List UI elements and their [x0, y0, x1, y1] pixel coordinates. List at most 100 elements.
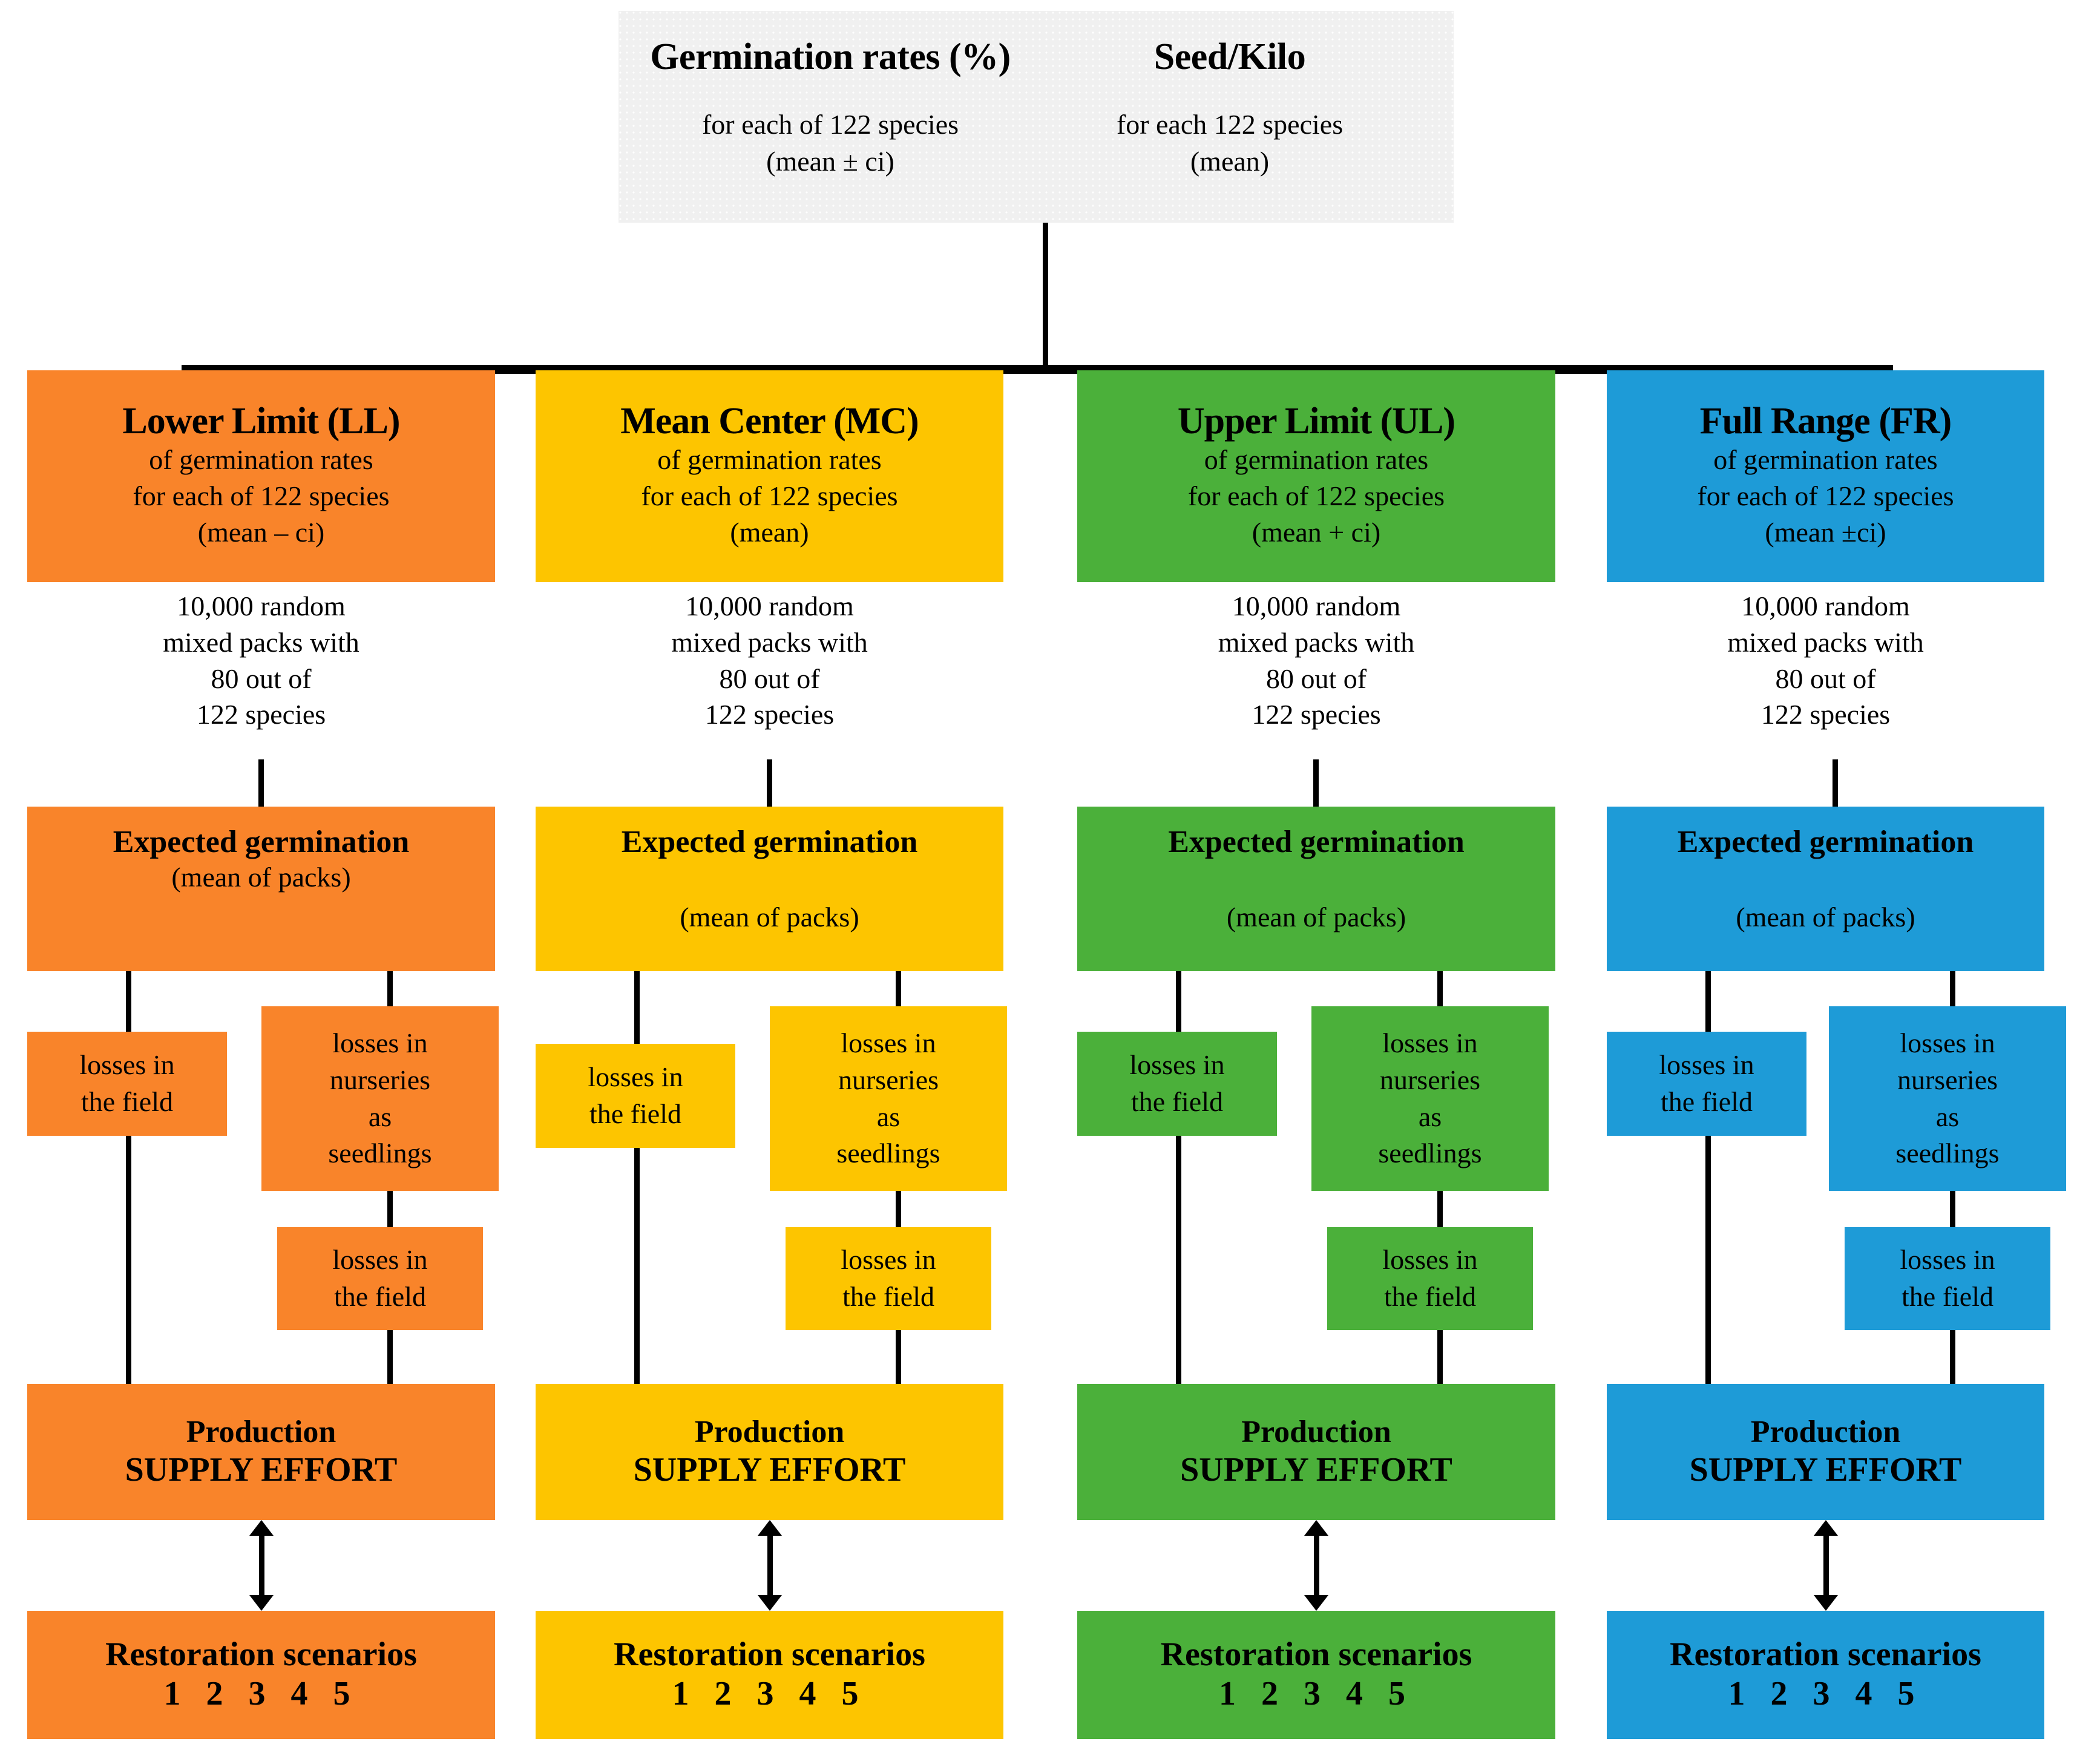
column-sub1-FR: of germination rates	[1713, 444, 1938, 476]
packs-l4-LL: 122 species	[196, 699, 326, 730]
expected-germination-sub-FR: (mean of packs)	[1736, 902, 1915, 933]
packs-l1-LL: 10,000 random	[177, 591, 346, 621]
connector-header-vertical	[1043, 223, 1048, 368]
production-l2-FR: SUPPLY EFFORT	[1689, 1451, 1962, 1489]
losses-field2-l1-MC: losses in	[841, 1244, 936, 1276]
losses-nursery-l1-LL: losses in	[332, 1027, 428, 1059]
packs-l2-FR: mixed packs with	[1727, 626, 1924, 658]
losses-field2-l2-UL: the field	[1384, 1281, 1476, 1312]
arrow-up-head-UL	[1304, 1520, 1328, 1536]
production-l1-FR: Production	[1750, 1415, 1901, 1450]
expected-germination-sub-UL: (mean of packs)	[1226, 902, 1406, 933]
restoration-box-LL: Restoration scenarios 1 2 3 4 5	[27, 1611, 495, 1739]
losses-field2-l2-FR: the field	[1901, 1281, 1993, 1312]
column-sub2-LL: for each of 122 species	[133, 480, 390, 511]
losses-nursery-l1-FR: losses in	[1900, 1027, 1995, 1059]
packs-l1-UL: 10,000 random	[1232, 591, 1401, 621]
losses-field2-box-FR: losses in the field	[1845, 1227, 2050, 1330]
losses-nursery-l1-UL: losses in	[1382, 1027, 1478, 1059]
losses-field-box-MC: losses in the field	[536, 1044, 735, 1148]
connector-germ-to-lossnursery-UL	[1437, 971, 1443, 1006]
restoration-numbers-FR: 1 2 3 4 5	[1728, 1674, 1923, 1712]
arrow-production-restoration-MC	[758, 1520, 782, 1611]
arrow-down-head-MC	[758, 1595, 782, 1611]
restoration-numbers-UL: 1 2 3 4 5	[1219, 1674, 1414, 1712]
losses-field-l2-FR: the field	[1661, 1086, 1753, 1117]
arrow-shaft-FR	[1823, 1533, 1829, 1597]
losses-field2-box-UL: losses in the field	[1327, 1227, 1533, 1330]
losses-field2-l2-LL: the field	[334, 1281, 426, 1312]
packs-l4-MC: 122 species	[704, 699, 835, 730]
losses-nursery-box-FR: losses in nurseries as seedlings	[1829, 1006, 2066, 1191]
connector-field2-to-production-FR	[1950, 1330, 1955, 1384]
connector-field2-to-production-UL	[1437, 1330, 1443, 1384]
arrow-down-head-LL	[249, 1595, 274, 1611]
restoration-title-LL: Restoration scenarios	[105, 1636, 417, 1674]
connector-germ-to-lossnursery-MC	[896, 971, 901, 1006]
losses-nursery-l3-FR: as	[1935, 1101, 1960, 1132]
connector-germ-to-lossnursery-LL	[387, 971, 393, 1006]
packs-l3-LL: 80 out of	[211, 663, 312, 694]
losses-nursery-l2-LL: nurseries	[329, 1064, 431, 1095]
connector-germ-to-lossfield-LL	[126, 971, 131, 1032]
germination-sub-line2: (mean ± ci)	[766, 145, 894, 177]
packs-caption-FR: 10,000 random mixed packs with 80 out of…	[1607, 588, 2044, 733]
arrow-up-head-LL	[249, 1520, 274, 1536]
arrow-shaft-MC	[767, 1533, 773, 1597]
losses-nursery-l3-UL: as	[1418, 1101, 1442, 1132]
packs-l4-UL: 122 species	[1252, 699, 1381, 730]
production-l1-UL: Production	[1241, 1415, 1391, 1450]
header-seedkilo-sub: for each 122 species (mean)	[1042, 77, 1417, 180]
expected-germination-title-FR: Expected germination	[1677, 825, 1974, 859]
connector-germ-to-lossfield-UL	[1176, 971, 1181, 1032]
losses-field-l2-LL: the field	[81, 1086, 173, 1117]
losses-nursery-l2-UL: nurseries	[1379, 1064, 1481, 1095]
connector-lossfield-to-production-UL	[1176, 1136, 1181, 1384]
losses-field-box-FR: losses in the field	[1607, 1032, 1806, 1136]
packs-caption-LL: 10,000 random mixed packs with 80 out of…	[27, 588, 495, 733]
restoration-title-FR: Restoration scenarios	[1670, 1636, 1981, 1674]
column-header-FR: Full Range (FR) of germination rates for…	[1607, 370, 2044, 582]
connector-lossfield-to-production-MC	[634, 1148, 640, 1384]
packs-l2-LL: mixed packs with	[163, 626, 359, 658]
arrow-shaft-LL	[259, 1533, 264, 1597]
column-sub2-UL: for each of 122 species	[1187, 480, 1445, 511]
header-germination-col: Germination rates (%)	[619, 36, 1042, 77]
arrow-production-restoration-UL	[1304, 1520, 1328, 1611]
production-l2-LL: SUPPLY EFFORT	[125, 1451, 398, 1489]
connector-nursery-to-field2-FR	[1950, 1191, 1955, 1227]
losses-field2-l1-UL: losses in	[1382, 1244, 1478, 1276]
production-l1-LL: Production	[186, 1415, 336, 1450]
losses-nursery-l3-LL: as	[368, 1101, 392, 1132]
losses-nursery-l2-FR: nurseries	[1897, 1064, 1998, 1095]
production-box-MC: Production SUPPLY EFFORT	[536, 1384, 1003, 1520]
connector-packs-to-germination-MC	[767, 759, 772, 807]
column-formula-FR: (mean ±ci)	[1765, 516, 1886, 548]
losses-field2-box-MC: losses in the field	[786, 1227, 991, 1330]
column-title-MC: Mean Center (MC)	[620, 401, 919, 442]
restoration-box-MC: Restoration scenarios 1 2 3 4 5	[536, 1611, 1003, 1739]
restoration-numbers-LL: 1 2 3 4 5	[163, 1674, 359, 1712]
restoration-numbers-MC: 1 2 3 4 5	[672, 1674, 867, 1712]
restoration-title-MC: Restoration scenarios	[614, 1636, 925, 1674]
expected-germination-title-MC: Expected germination	[621, 825, 918, 859]
losses-field2-l1-FR: losses in	[1900, 1244, 1995, 1276]
losses-nursery-l4-FR: seedlings	[1895, 1138, 2000, 1169]
losses-field-l2-UL: the field	[1131, 1086, 1223, 1117]
packs-caption-MC: 10,000 random mixed packs with 80 out of…	[536, 588, 1003, 733]
restoration-box-FR: Restoration scenarios 1 2 3 4 5	[1607, 1611, 2044, 1739]
production-box-UL: Production SUPPLY EFFORT	[1077, 1384, 1555, 1520]
column-sub1-LL: of germination rates	[149, 444, 373, 476]
packs-l3-FR: 80 out of	[1775, 663, 1876, 694]
packs-l1-FR: 10,000 random	[1741, 591, 1910, 621]
losses-field-l2-MC: the field	[589, 1098, 681, 1129]
column-sub1-MC: of germination rates	[657, 444, 882, 476]
column-formula-LL: (mean – ci)	[197, 516, 325, 548]
connector-field2-to-production-MC	[896, 1330, 901, 1384]
connector-germ-to-lossfield-FR	[1705, 971, 1711, 1032]
connector-germ-to-lossfield-MC	[634, 971, 640, 1044]
column-title-FR: Full Range (FR)	[1699, 401, 1952, 442]
losses-field-l1-FR: losses in	[1659, 1049, 1754, 1081]
production-l1-MC: Production	[694, 1415, 845, 1450]
connector-packs-to-germination-FR	[1833, 759, 1838, 807]
